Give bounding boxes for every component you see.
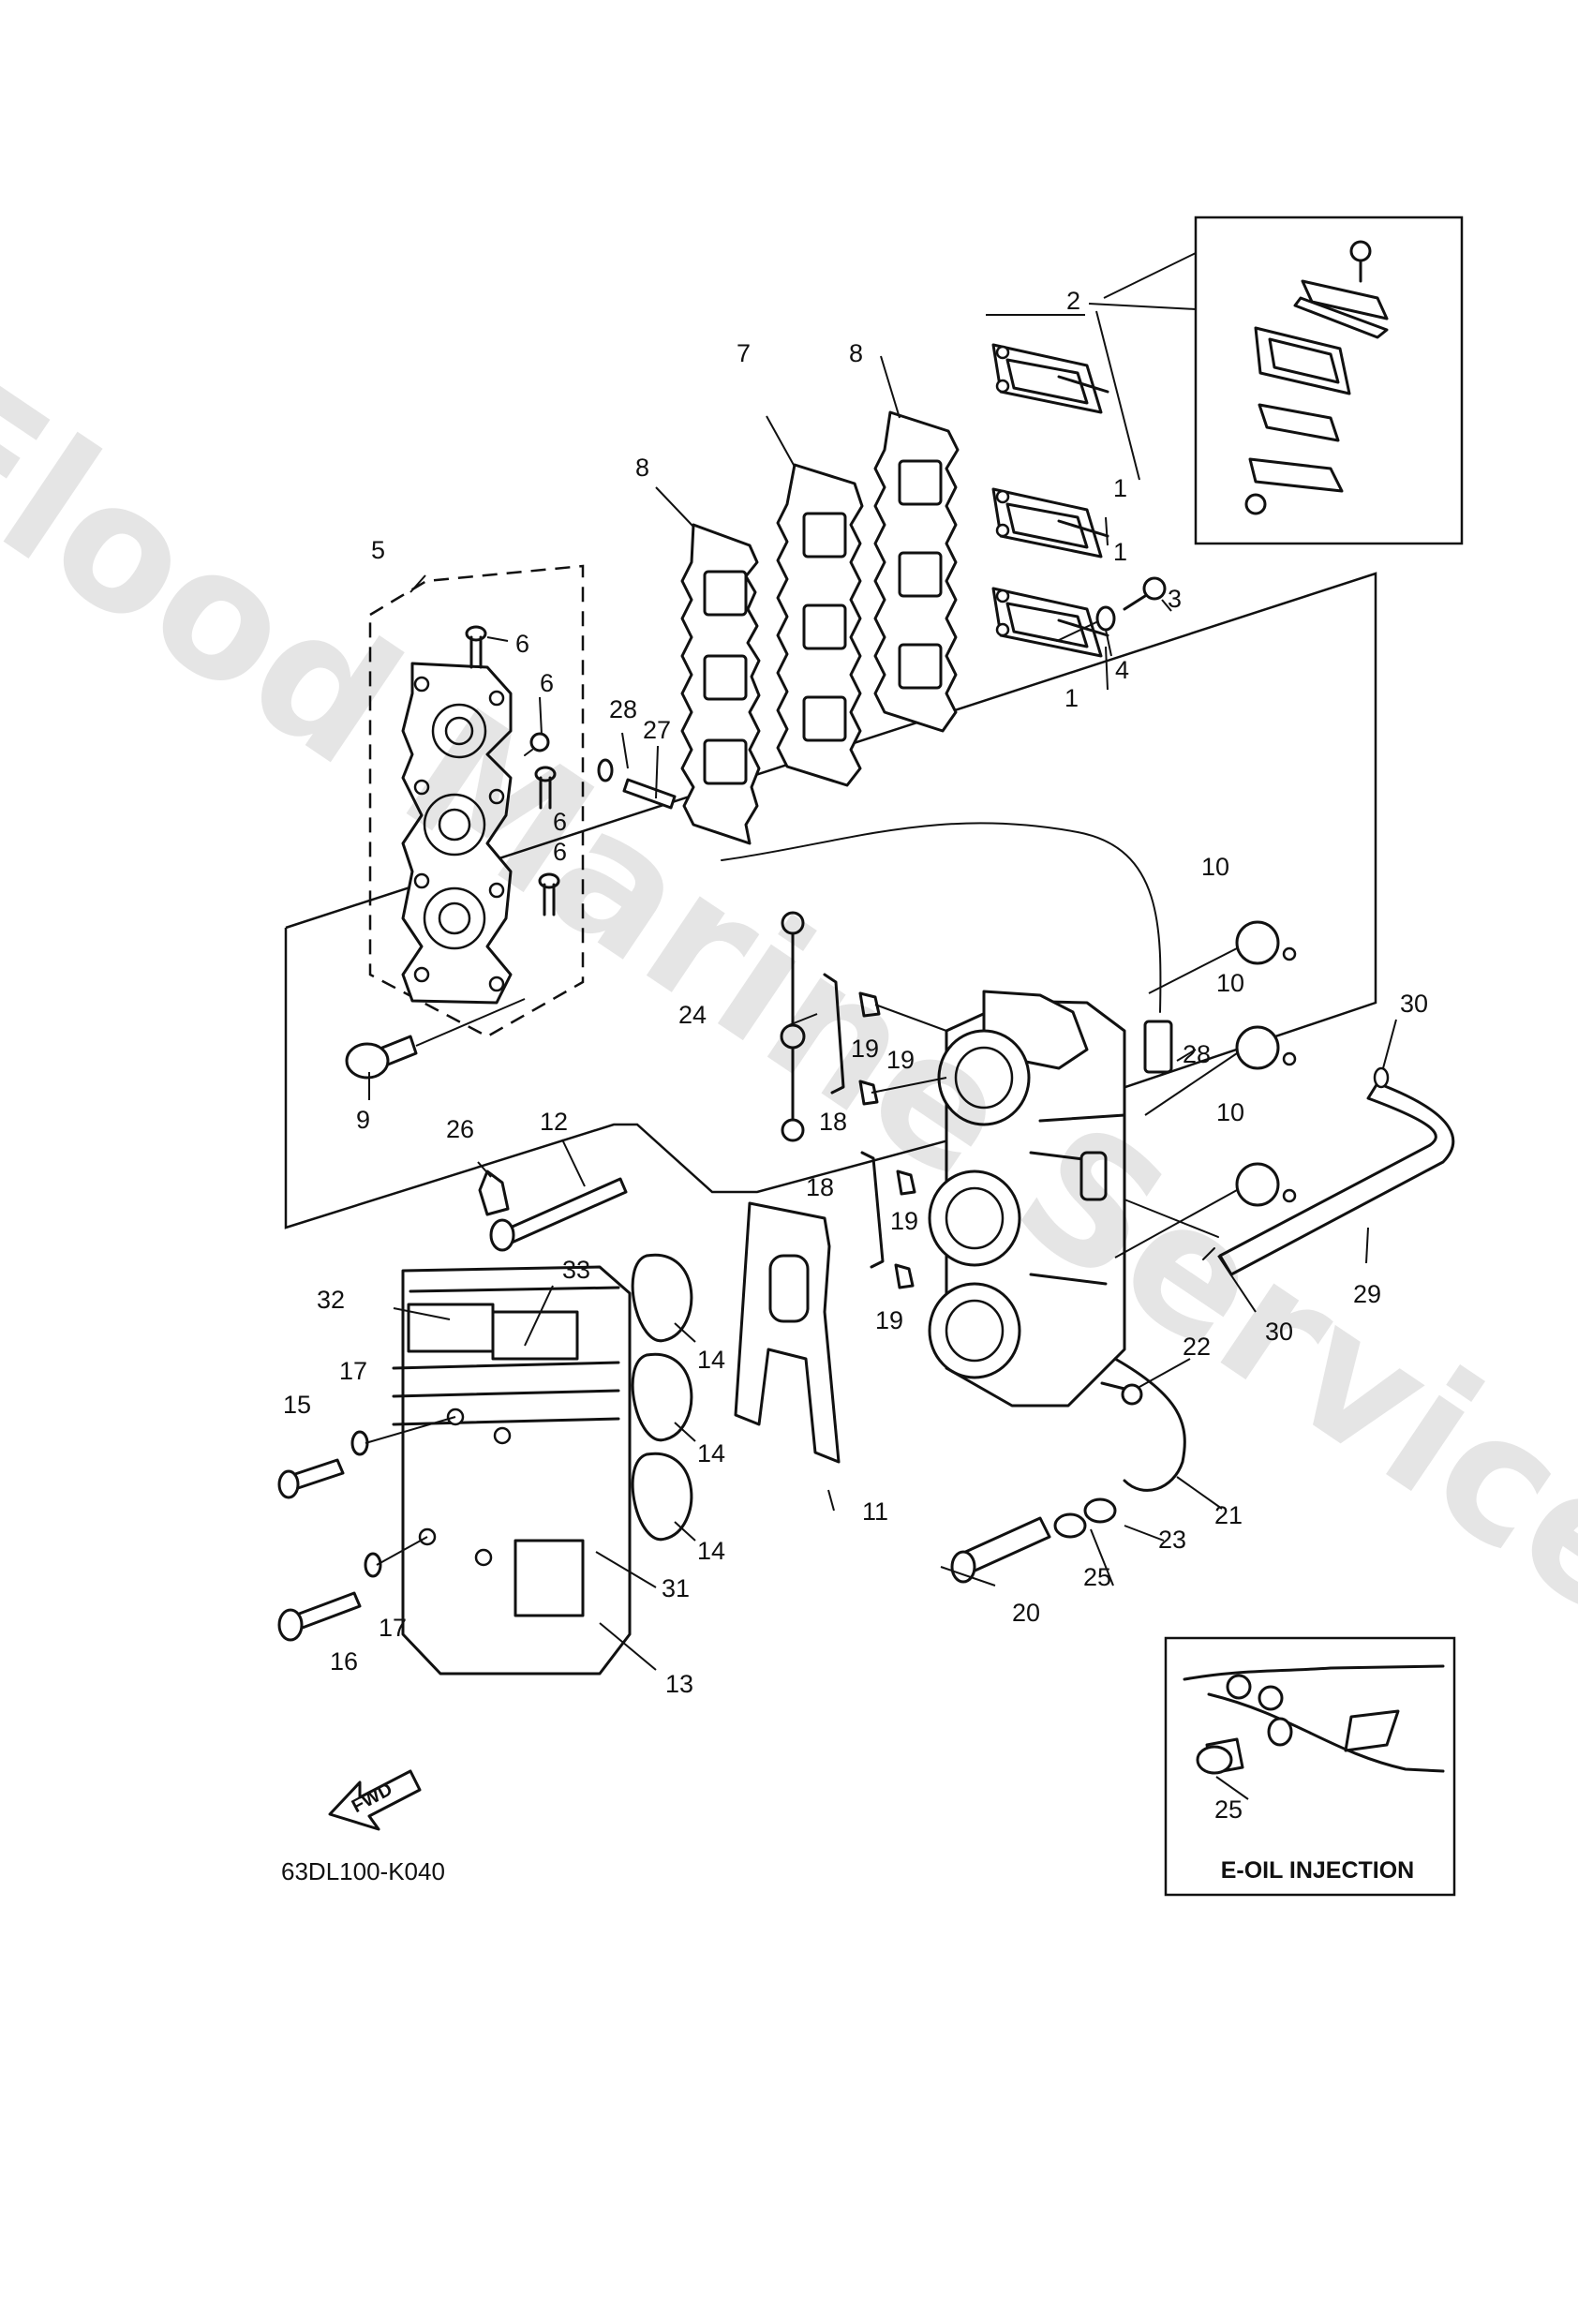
callout-10a: 10: [1201, 853, 1229, 881]
cover-seals: [631, 1253, 693, 1542]
inset-label: E-OIL INJECTION: [1221, 1857, 1415, 1884]
e-oil-injection-inset: E-OIL INJECTION: [1183, 1664, 1445, 1884]
drawing-code: 63DL100-K040: [281, 1857, 445, 1885]
callout-31: 31: [662, 1574, 690, 1602]
manifold-bolts: [465, 625, 560, 916]
leader-lines: [368, 252, 1397, 1800]
callout-7: 7: [737, 339, 751, 367]
reed-valve-assembly: [991, 343, 1109, 658]
callout-29: 29: [1353, 1280, 1381, 1308]
callout-13: 13: [665, 1670, 693, 1698]
drain-plug-parts: [950, 1357, 1186, 1584]
callout-19d: 19: [875, 1306, 903, 1334]
callout-6d: 6: [553, 838, 567, 866]
bolt-6a: [465, 625, 487, 669]
callout-22: 22: [1183, 1333, 1211, 1361]
callout-19a: 19: [851, 1035, 879, 1063]
callout-19c: 19: [890, 1207, 918, 1235]
reed-valve-top: [991, 343, 1109, 414]
reed-valve-middle: [991, 487, 1109, 559]
callout-33: 33: [562, 1256, 590, 1284]
bolt-6c: [534, 766, 557, 810]
callout-1a: 1: [1113, 474, 1127, 502]
callout-6b: 6: [540, 669, 554, 697]
reed-valve-bottom: [991, 587, 1109, 658]
callout-8a: 8: [635, 454, 649, 482]
intake-gasket-left: [680, 523, 761, 845]
cover-gasket: [734, 1201, 841, 1464]
callout-14a: 14: [697, 1346, 725, 1374]
carburetor-assembly: [928, 990, 1219, 1408]
callout-10c: 10: [1216, 1098, 1244, 1126]
callout-16: 16: [330, 1647, 358, 1676]
callout-25a: 25: [1083, 1563, 1111, 1591]
manifold-long-bolt: [345, 998, 526, 1080]
callout-2: 2: [1066, 287, 1080, 315]
carb-seals: [1114, 920, 1297, 1259]
intake-silencer: [392, 1265, 632, 1676]
callout-15: 15: [283, 1391, 311, 1419]
seal-10c: [1235, 1162, 1297, 1207]
bolt-6d: [538, 872, 560, 916]
o-ring-small: [597, 758, 614, 782]
callout-20: 20: [1012, 1599, 1040, 1627]
callout-26: 26: [446, 1115, 474, 1143]
callout-27: 27: [643, 716, 671, 744]
reed-valve-exploded-inset: [1244, 240, 1389, 515]
callout-11: 11: [862, 1497, 888, 1526]
seal-10a: [1235, 920, 1297, 965]
silencer-fasteners: [277, 1169, 628, 1642]
reed-screw: [1123, 576, 1167, 611]
dowel-pin: [622, 778, 677, 810]
callout-25b: 25: [1214, 1795, 1243, 1824]
callout-17a: 17: [339, 1357, 367, 1385]
intake-gasket-middle: [776, 463, 864, 787]
intake-gasket-right: [873, 410, 960, 733]
callout-30b: 30: [1265, 1318, 1293, 1346]
callout-28a: 28: [609, 695, 637, 723]
callout-1c: 1: [1064, 684, 1079, 712]
callout-17b: 17: [379, 1614, 407, 1642]
callout-32: 32: [317, 1286, 345, 1314]
callout-3: 3: [1168, 585, 1182, 613]
callout-14c: 14: [697, 1537, 725, 1565]
callout-21: 21: [1214, 1501, 1243, 1529]
fwd-arrow: FWD: [328, 1769, 422, 1831]
callout-18a: 18: [819, 1108, 847, 1136]
callout-10b: 10: [1216, 969, 1244, 997]
intake-manifold: [368, 564, 585, 1038]
callout-18b: 18: [806, 1173, 834, 1201]
callout-5: 5: [371, 536, 385, 564]
callout-4: 4: [1115, 656, 1129, 684]
callout-14b: 14: [697, 1439, 725, 1467]
callout-24: 24: [678, 1001, 707, 1029]
callout-28b: 28: [1183, 1040, 1211, 1068]
callout-23: 23: [1158, 1526, 1186, 1554]
seal-10b: [1235, 1025, 1297, 1070]
callout-8b: 8: [849, 339, 863, 367]
bolt-6b: [524, 732, 550, 756]
callout-1b: 1: [1113, 538, 1127, 566]
callout-19b: 19: [886, 1046, 915, 1074]
callouts: 1 1 1 2 3 4 5 6 6 6 6 7 8 8 9 10 10 10 1…: [283, 287, 1428, 1824]
callout-6a: 6: [515, 630, 529, 658]
clips: [823, 973, 947, 1289]
callout-9: 9: [356, 1106, 370, 1134]
callout-12: 12: [540, 1108, 568, 1136]
callout-30a: 30: [1400, 990, 1428, 1018]
callout-6c: 6: [553, 808, 567, 836]
throttle-link-rod: [780, 911, 806, 1142]
